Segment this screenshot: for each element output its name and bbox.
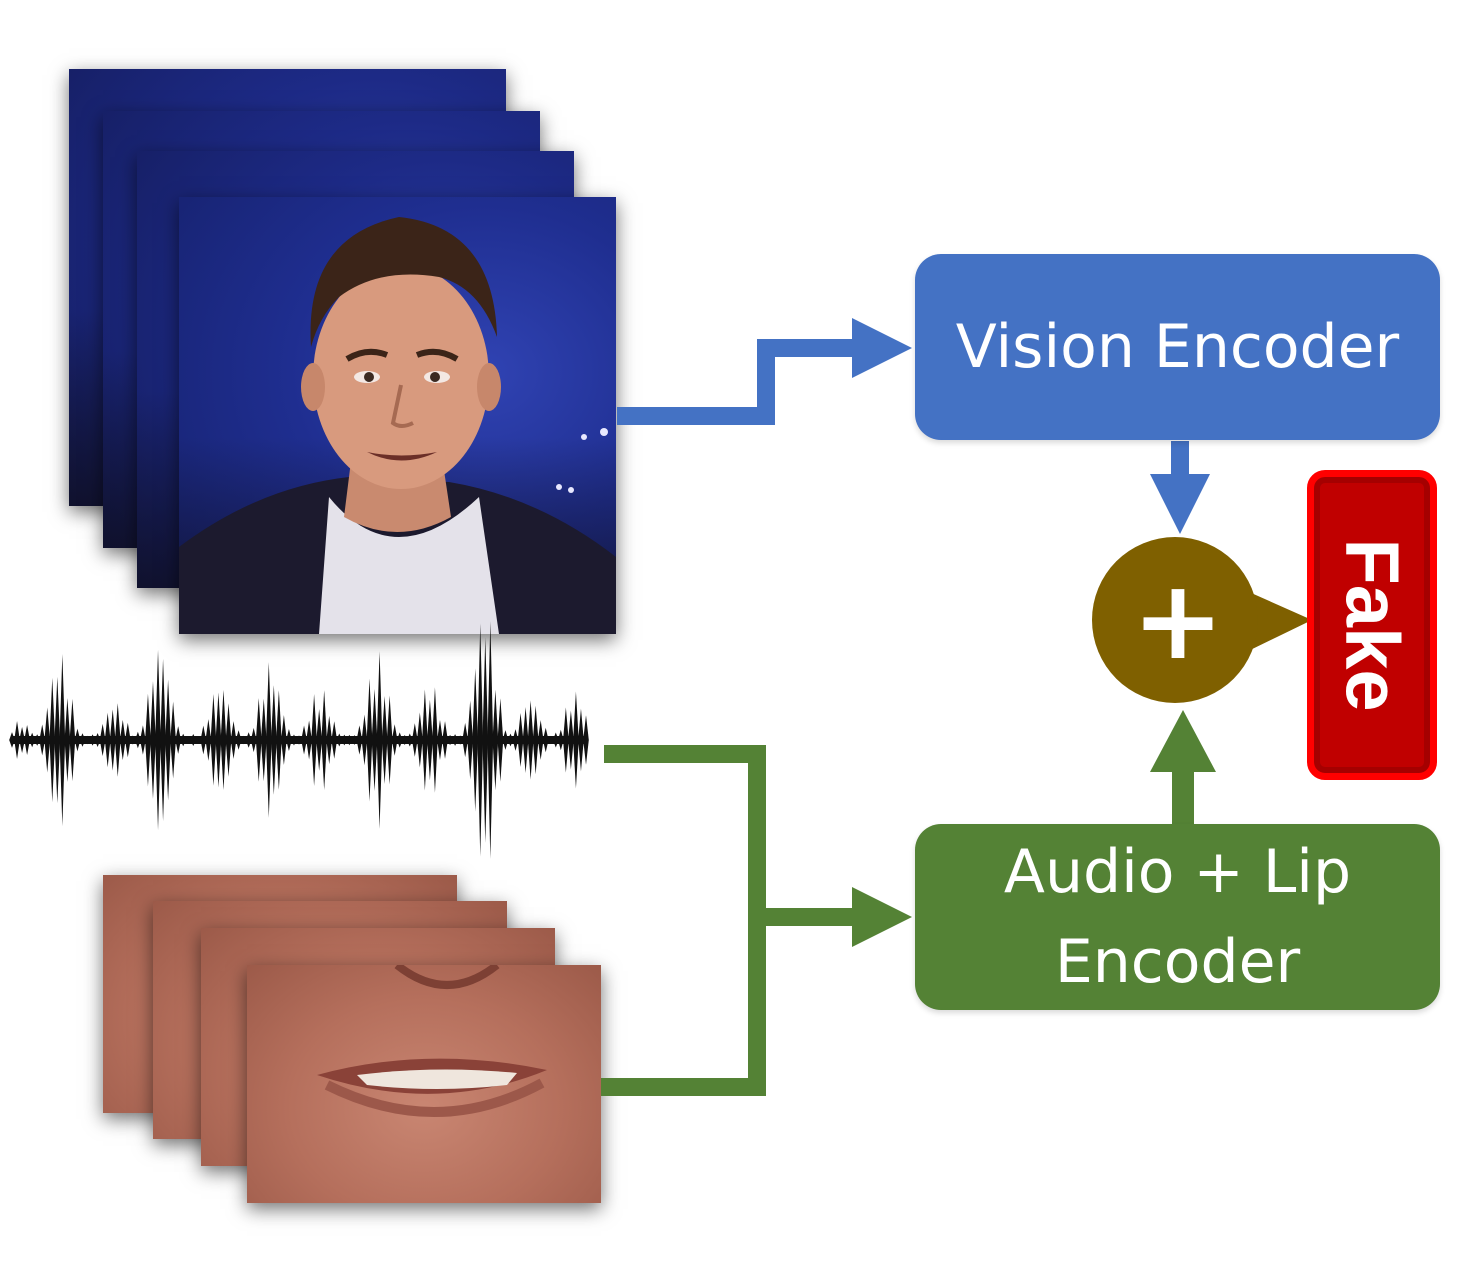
combine-plus-icon: +	[1131, 556, 1225, 684]
audio-lip-arrow	[601, 745, 912, 1096]
mouth-frame-1	[247, 965, 601, 1203]
vision-arrow	[617, 318, 912, 425]
audio-to-combine-arrow	[1150, 710, 1216, 824]
waveform-baseline	[12, 736, 586, 744]
waveform-icon	[9, 621, 589, 859]
face-frame-1	[179, 197, 616, 634]
combine-node	[1092, 537, 1312, 703]
fake-label: Fake	[1329, 538, 1415, 712]
vision-encoder-block: Vision Encoder	[915, 254, 1440, 440]
mouth-closeup	[317, 965, 547, 1117]
face-portrait	[179, 217, 616, 634]
vision-to-combine-arrow	[1150, 441, 1210, 534]
fake-output-block: Fake	[1307, 470, 1437, 780]
audio-encoder-label-line1: Audio + Lip	[1003, 837, 1352, 907]
audio-encoder-label-line2: Encoder	[1054, 927, 1301, 997]
vision-encoder-label: Vision Encoder	[955, 312, 1400, 382]
audio-lip-encoder-block: Audio + Lip Encoder	[915, 824, 1440, 1010]
